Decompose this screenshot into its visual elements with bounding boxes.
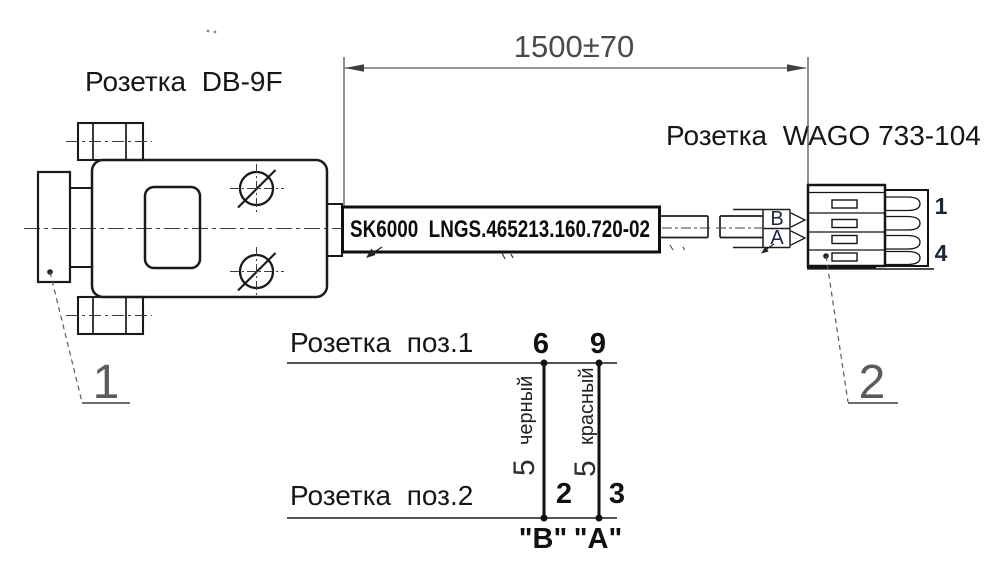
plug-tab-bottom (790, 230, 807, 246)
callout-2: 2 (823, 253, 898, 409)
pin-9-label: 9 (590, 328, 606, 360)
cable-marker-box (341, 205, 661, 254)
marker-tick-marks (501, 252, 514, 260)
wago-title: Розетка WAGO 733-104 (666, 120, 981, 151)
wire-black-color: черный (515, 376, 537, 445)
cable-marker-text: SK6000 LNGS.465213.160.720-02 (350, 216, 650, 243)
tick (510, 253, 514, 259)
wago-body (806, 183, 887, 268)
clamp-top-body (76, 121, 145, 162)
wiring-row2-label: Розетка поз.2 (290, 480, 473, 511)
pin-6-label: 6 (533, 328, 549, 360)
wago-contact-1 (886, 196, 921, 212)
wago-lever-1 (831, 199, 858, 209)
db9f-window (143, 185, 202, 270)
cable-clamp-top (66, 121, 152, 162)
cable-leader-arrow (366, 246, 383, 258)
db9f-connector (24, 121, 344, 336)
cable-segment-1 (660, 215, 712, 239)
tick (669, 244, 674, 251)
pin-2-label: 2 (556, 478, 572, 510)
wire-black-qty: 5 (508, 459, 541, 476)
wago-lever-4 (831, 252, 858, 262)
wago-connector (806, 183, 934, 270)
wago-pin-4-label: 4 (935, 240, 948, 266)
scan-dot (213, 30, 217, 34)
plug-leader-arrow (761, 243, 775, 254)
db9f-cable-stub (326, 203, 343, 257)
wiring-row1-label: Розетка поз.1 (290, 327, 473, 358)
dimension-text: 1500±70 (514, 29, 634, 64)
tick (682, 246, 685, 251)
leader-arrowhead (366, 248, 376, 258)
plug-tab-top (790, 212, 807, 228)
wiring-diagram: Розетка поз.1 Розетка поз.2 6 2 5 черный… (287, 327, 625, 555)
dimension-arrow-right (787, 64, 806, 72)
signal-b-label: "B" (519, 523, 567, 555)
cable-tick-marks (669, 244, 685, 251)
wire-black: 6 2 5 черный "B" (508, 328, 572, 555)
wago-lever-2 (831, 218, 858, 229)
wire-red: 9 3 5 красный "A" (569, 328, 625, 555)
screw-bottom (230, 247, 284, 296)
wire-red-node-top (595, 359, 603, 367)
callout-2-number: 2 (859, 356, 886, 409)
db9f-neck (69, 187, 93, 268)
wago-contact-3 (886, 234, 921, 250)
cable (660, 215, 763, 251)
callout-1: 1 (47, 269, 130, 409)
plug-contact-b-label: B (770, 208, 783, 230)
callout-1-number: 1 (93, 356, 120, 409)
scan-dots (206, 29, 217, 34)
cable-segment-2 (716, 215, 763, 239)
cable-clamp-bottom (66, 295, 152, 336)
clamp-bottom-body (76, 295, 145, 336)
wago-contact-4 (886, 250, 921, 266)
callout-2-dot (823, 253, 829, 259)
pin-3-label: 3 (609, 478, 625, 510)
wire-red-qty: 5 (569, 460, 602, 477)
leader-arrowhead (761, 246, 769, 254)
db9f-flange (36, 170, 72, 284)
callout-1-leader (49, 271, 83, 403)
wire-red-node-bottom (595, 514, 603, 522)
dimension-arrow-left (345, 64, 364, 72)
dimension-1500 (343, 57, 809, 206)
plug-ba-block (733, 208, 807, 249)
tick (501, 252, 506, 260)
db9f-title: Розетка DB-9F (85, 66, 283, 97)
wago-contact-housing (884, 189, 929, 267)
wago-pin-1-label: 1 (935, 193, 948, 219)
signal-a-label: "A" (574, 523, 622, 555)
wago-lever-3 (831, 234, 858, 245)
wago-contact-2 (886, 215, 921, 231)
wire-red-color: красный (576, 367, 598, 445)
screw-top (230, 164, 284, 213)
plug-contact-a-label: A (770, 227, 784, 249)
scan-dot (206, 29, 210, 33)
callout-2-leader (825, 255, 849, 403)
wire-black-node-top (540, 359, 548, 367)
wire-black-node-bottom (540, 514, 548, 522)
